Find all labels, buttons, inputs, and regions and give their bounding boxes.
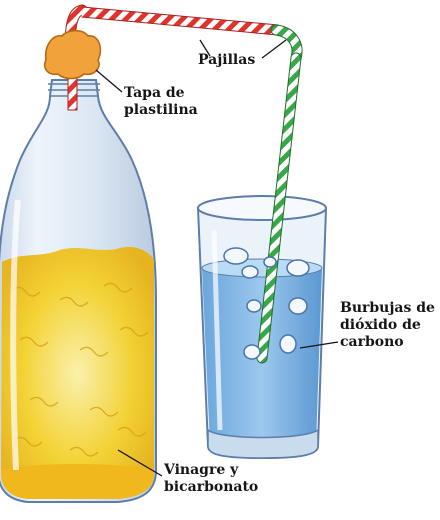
clay-cap <box>43 29 102 80</box>
mixture-label-line2: bicarbonato <box>164 479 259 495</box>
foam-texture <box>11 282 149 457</box>
clay-cap-label-line2: plastilina <box>124 102 198 118</box>
straws-label-text: Pajillas <box>198 52 256 68</box>
leader-bubbles <box>299 341 339 349</box>
mixture-label-line1: Vinagre y <box>164 462 239 478</box>
clay-cap-label: Tapa de plastilina <box>124 85 198 119</box>
clay-cap-label-line1: Tapa de <box>124 85 185 101</box>
mixture-label: Vinagre y bicarbonato <box>164 462 258 496</box>
leader-cap <box>95 69 123 93</box>
leader-lines <box>95 39 339 477</box>
mixture-liquid <box>1 464 154 499</box>
straws-label: Pajillas <box>198 52 255 69</box>
glass-base <box>207 428 319 459</box>
green-straw <box>256 24 303 364</box>
leader-straws-right <box>261 39 287 59</box>
co2-bubbles-label: Burbujas de dióxido de carbono <box>340 300 435 351</box>
leader-straws-left <box>199 39 211 57</box>
co2-bubbles-label-line2: dióxido de <box>340 317 421 333</box>
mixture-foam <box>1 246 154 499</box>
co2-bubbles <box>223 247 310 360</box>
co2-bubbles-label-line3: carbono <box>340 334 404 350</box>
co2-bubbles-label-line1: Burbujas de <box>340 300 435 316</box>
glass-rim <box>197 195 327 221</box>
leader-mixture <box>117 449 163 477</box>
bottle-highlight <box>10 199 21 471</box>
bottle <box>0 79 157 503</box>
